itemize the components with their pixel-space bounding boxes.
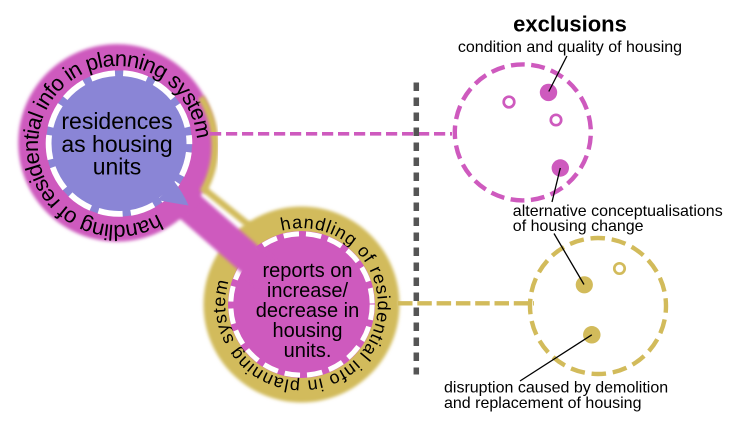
- svg-text:increase/: increase/: [267, 280, 349, 302]
- svg-text:decrease in: decrease in: [256, 300, 359, 322]
- svg-text:units: units: [93, 154, 142, 180]
- svg-text:exclusions: exclusions: [513, 11, 627, 36]
- svg-text:condition and quality of housi: condition and quality of housing: [458, 39, 682, 56]
- svg-text:housing: housing: [272, 320, 342, 342]
- svg-text:residences: residences: [61, 108, 172, 134]
- svg-text:of housing change: of housing change: [513, 218, 644, 235]
- svg-text:units.: units.: [284, 340, 332, 362]
- svg-text:alternative conceptualisations: alternative conceptualisations: [513, 203, 723, 220]
- svg-text:disruption caused by demolitio: disruption caused by demolition: [444, 380, 668, 397]
- svg-text:and replacement of housing: and replacement of housing: [444, 395, 641, 412]
- svg-text:reports on: reports on: [262, 260, 352, 282]
- svg-text:as housing: as housing: [61, 131, 172, 157]
